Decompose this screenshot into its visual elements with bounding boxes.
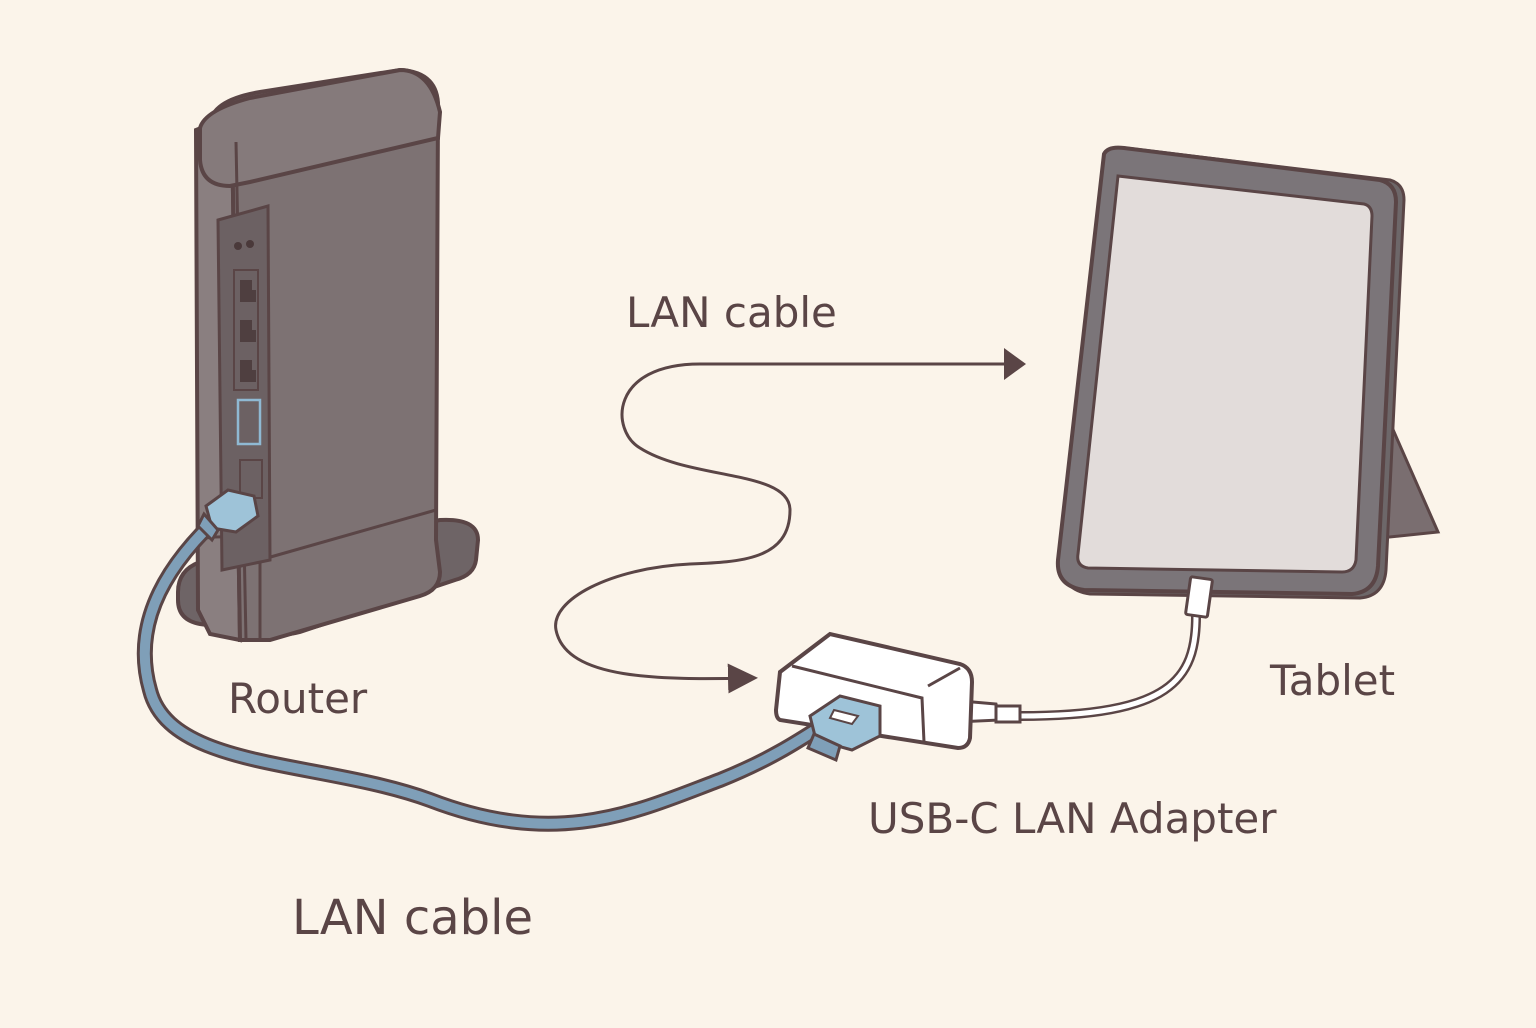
tablet-label: Tablet: [1270, 656, 1396, 705]
lan-cable: [136, 502, 836, 832]
router-label: Router: [228, 674, 368, 723]
usb-c-lan-adapter-icon: [773, 631, 975, 763]
router-icon: [176, 67, 481, 643]
lan-cable-arrow: [554, 348, 1026, 694]
usb-c-cable: [945, 575, 1214, 724]
tablet-icon: [1055, 145, 1441, 600]
lan-cable-label-top: LAN cable: [626, 288, 837, 337]
rj45-plug-router: [196, 488, 260, 543]
lan-cable-label-bottom: LAN cable: [292, 890, 533, 946]
adapter-label: USB-C LAN Adapter: [868, 794, 1277, 843]
